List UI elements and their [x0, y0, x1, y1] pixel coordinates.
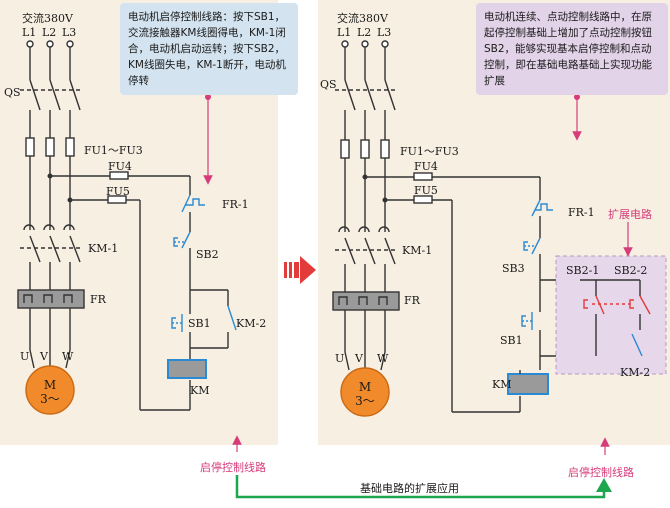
- left-bottom-label: 启停控制线路: [200, 461, 266, 474]
- right-bottom-label: 启停控制线路: [568, 466, 634, 479]
- fr1-contact: [181, 194, 205, 213]
- right-fuses-label: FU1～FU3: [400, 145, 459, 158]
- sb2-1-contact: [583, 295, 605, 315]
- left-control: [167, 194, 237, 379]
- km-coil-right: [507, 373, 549, 395]
- left-fu4-label: FU4: [108, 160, 132, 173]
- right-motor-text: M 3～: [343, 380, 387, 408]
- right-fu4-label: FU4: [414, 160, 438, 173]
- right-u-label: U: [335, 352, 345, 365]
- right-phase-l1: L1: [337, 26, 352, 39]
- right-fr1-label: FR-1: [568, 206, 595, 219]
- left-qs-label: QS: [4, 86, 21, 99]
- right-sb22-label: SB2-2: [614, 264, 648, 277]
- left-motor-text: M 3～: [28, 378, 72, 406]
- left-km1-label: KM-1: [88, 242, 119, 255]
- sb2-expansion: [580, 279, 651, 357]
- km-coil-left: [167, 359, 207, 379]
- terminal-l3: [66, 40, 74, 48]
- right-phase-l2: L2: [357, 26, 372, 39]
- km2-contact-right: [631, 333, 643, 357]
- right-v-label: V: [355, 352, 363, 365]
- left-note: 电动机启停控制线路：按下SB1，交流接触器KM线圈得电，KM-1闭合，电动机启动…: [120, 3, 298, 95]
- left-fr1-label: FR-1: [222, 198, 249, 211]
- sb2-button: [173, 231, 191, 249]
- sb1-button: [171, 306, 191, 332]
- right-motor-sub: 3～: [355, 394, 375, 408]
- sb1-button-right: [521, 312, 533, 330]
- left-phase-l3: L3: [62, 26, 77, 39]
- qs-breaker: [20, 79, 81, 111]
- fr-thermal-relay-right: [332, 291, 400, 311]
- left-v-label: V: [40, 350, 48, 363]
- km1-main-contacts: [20, 224, 81, 263]
- fuses-fu1-fu3: [25, 137, 75, 157]
- bottom-caption: 基础电路的扩展应用: [360, 482, 459, 495]
- right-km1-label: KM-1: [402, 244, 433, 257]
- fr-thermal-relay: [17, 289, 85, 309]
- km1-main-contacts-right: [335, 226, 396, 265]
- left-km2-label: KM-2: [236, 317, 267, 330]
- left-sb1-label: SB1: [188, 317, 211, 330]
- motor-left: [25, 365, 75, 415]
- right-sb3-label: SB3: [502, 262, 525, 275]
- right-sb21-label: SB2-1: [566, 264, 600, 277]
- left-fr-label: FR: [90, 293, 106, 306]
- left-u-label: U: [20, 350, 30, 363]
- sb3-button: [523, 237, 541, 255]
- left-fuses-label: FU1～FU3: [84, 144, 143, 157]
- right-km2-label: KM-2: [620, 366, 651, 379]
- left-phase-l1: L1: [22, 26, 37, 39]
- right-fr-label: FR: [404, 294, 420, 307]
- bottom-connector: [235, 475, 612, 499]
- center-arrow: [284, 256, 316, 284]
- right-qs-label: QS: [320, 78, 337, 91]
- qs-breaker-right: [335, 79, 396, 111]
- right-motor-label: M: [358, 380, 372, 394]
- right-expand-label: 扩展电路: [608, 208, 652, 221]
- right-note: 电动机连续、点动控制线路中，在原起停控制基础上增加了点动控制按钮SB2，能够实现…: [476, 3, 668, 95]
- left-supply-label: 交流380V: [22, 12, 73, 25]
- right-circuit: [332, 40, 541, 417]
- terminal-l2: [46, 40, 54, 48]
- right-w-label: W: [377, 352, 389, 365]
- left-motor-label: M: [43, 378, 57, 392]
- left-circuit: [17, 40, 191, 415]
- expansion-box: [555, 255, 667, 375]
- right-phase-l3: L3: [377, 26, 392, 39]
- left-sb2-label: SB2: [196, 248, 219, 261]
- right-km-label: KM: [492, 378, 512, 391]
- left-motor-sub: 3～: [40, 392, 60, 406]
- left-km-label: KM: [190, 384, 210, 397]
- km2-contact: [227, 305, 237, 331]
- fr1-contact-right: [531, 199, 553, 217]
- terminal-l1: [26, 40, 34, 48]
- left-fu5-label: FU5: [106, 185, 130, 198]
- motor-right: [340, 367, 390, 417]
- right-sb1-label: SB1: [500, 334, 523, 347]
- right-supply-label: 交流380V: [337, 12, 388, 25]
- right-fu5-label: FU5: [414, 184, 438, 197]
- left-w-label: W: [62, 350, 74, 363]
- fuse-fu4: [109, 171, 129, 180]
- left-phase-l2: L2: [42, 26, 57, 39]
